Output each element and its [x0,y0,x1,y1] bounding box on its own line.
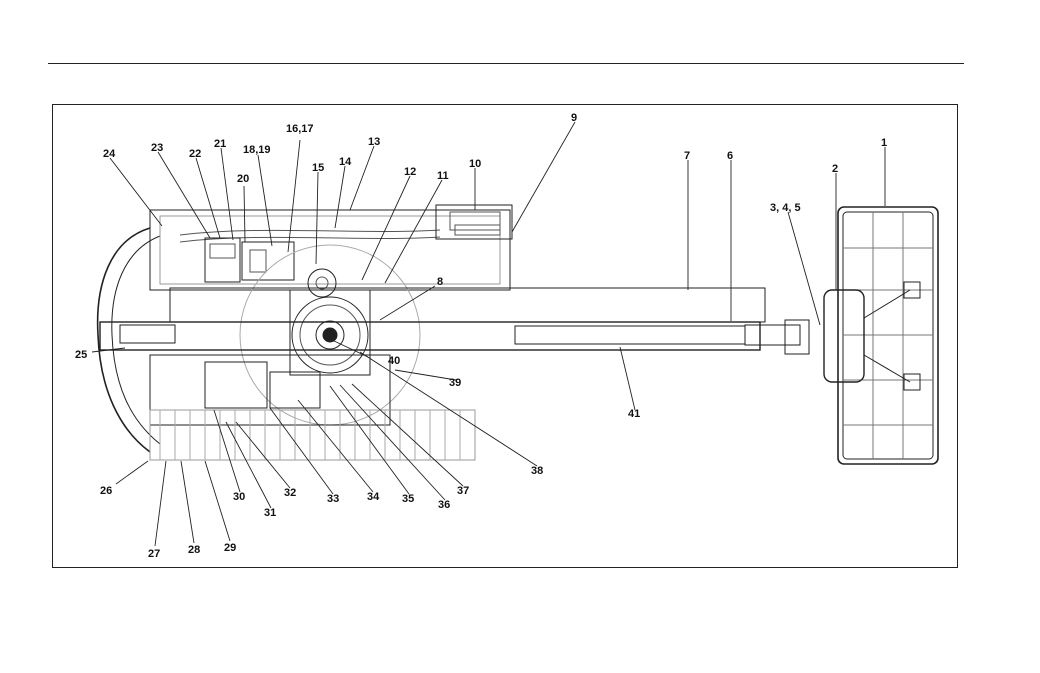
rear-cylinder [120,325,175,343]
callout-13: 13 [368,136,380,148]
callout-14: 14 [339,156,352,168]
valve-block [270,372,320,408]
upper-boom [170,288,765,322]
callout-10: 10 [469,158,481,170]
callout-33: 33 [327,493,339,505]
callout-9: 9 [571,112,577,124]
callout-11: 11 [437,170,449,182]
upper-deck-inner [160,216,500,284]
callout-40: 40 [388,355,400,367]
callout-32: 32 [284,487,296,499]
swing-motor [308,269,336,297]
callout-8: 8 [437,276,443,288]
rear-shroud [98,228,150,452]
callout-26: 26 [100,485,112,497]
callout-31: 31 [264,507,276,519]
callout-12: 12 [404,166,416,178]
control-console [824,290,864,382]
callout-16-17: 16,17 [286,123,314,135]
callout-35: 35 [402,493,414,505]
boom-cylinder [515,326,745,344]
callout-25: 25 [75,349,87,361]
callout-38: 38 [531,465,543,477]
callout-28: 28 [188,544,200,556]
rear-shroud-inner [112,236,160,444]
callout-41: 41 [628,408,640,420]
callout-37: 37 [457,485,469,497]
callout-24: 24 [103,148,116,160]
callout-18-19: 18,19 [243,144,271,156]
callout-15: 15 [312,162,324,174]
callout-29: 29 [224,542,236,554]
callout-30: 30 [233,491,245,503]
callout-23: 23 [151,142,163,154]
callout-21: 21 [214,138,226,150]
jib-link [745,325,800,345]
callout-2: 2 [832,163,838,175]
callout-7: 7 [684,150,690,162]
callout-20: 20 [237,173,249,185]
callout-1: 1 [881,137,887,149]
callout-27: 27 [148,548,160,560]
callout-39: 39 [449,377,461,389]
callout-3-4-5: 3, 4, 5 [770,202,801,214]
upper-deck [150,210,510,290]
callout-22: 22 [189,148,201,160]
hydraulic-block [205,362,267,408]
callout-36: 36 [438,499,450,511]
callout-34: 34 [367,491,380,503]
callout-6: 6 [727,150,733,162]
